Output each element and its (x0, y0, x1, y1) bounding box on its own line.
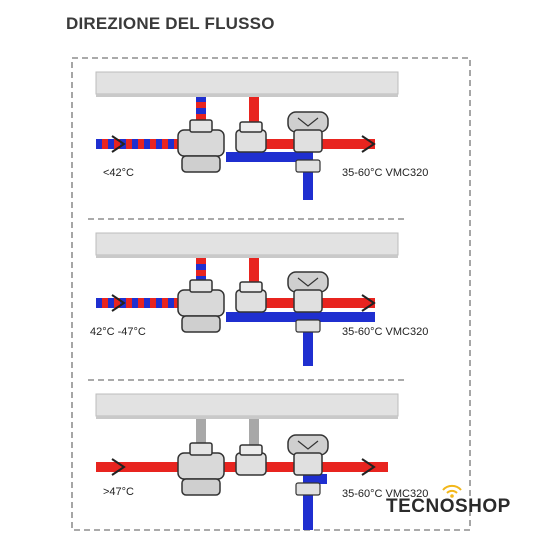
panel-1-bar (95, 71, 399, 95)
panel-3-right-label: 35-60°C VMC320 (342, 488, 429, 500)
panel-3-left-label: >47°C (103, 486, 135, 498)
panel-3 (95, 393, 399, 530)
panel-3-bar (95, 393, 399, 417)
panel-2-bar (95, 232, 399, 256)
panel-1-left-label: <42°C (103, 167, 135, 179)
panel-2-left-label: 42°C -47°C (90, 326, 146, 338)
brand-logo: TECNOSHOP (386, 496, 511, 517)
outer-frame (71, 57, 471, 531)
panel-2 (95, 232, 399, 366)
panel-1-right-label: 35-60°C VMC320 (342, 167, 429, 179)
page-title: DIREZIONE DEL FLUSSO (66, 14, 275, 33)
panel-2-right-label: 35-60°C VMC320 (342, 326, 429, 338)
panel-1 (95, 71, 399, 200)
wifi-signal-icon (442, 484, 462, 498)
